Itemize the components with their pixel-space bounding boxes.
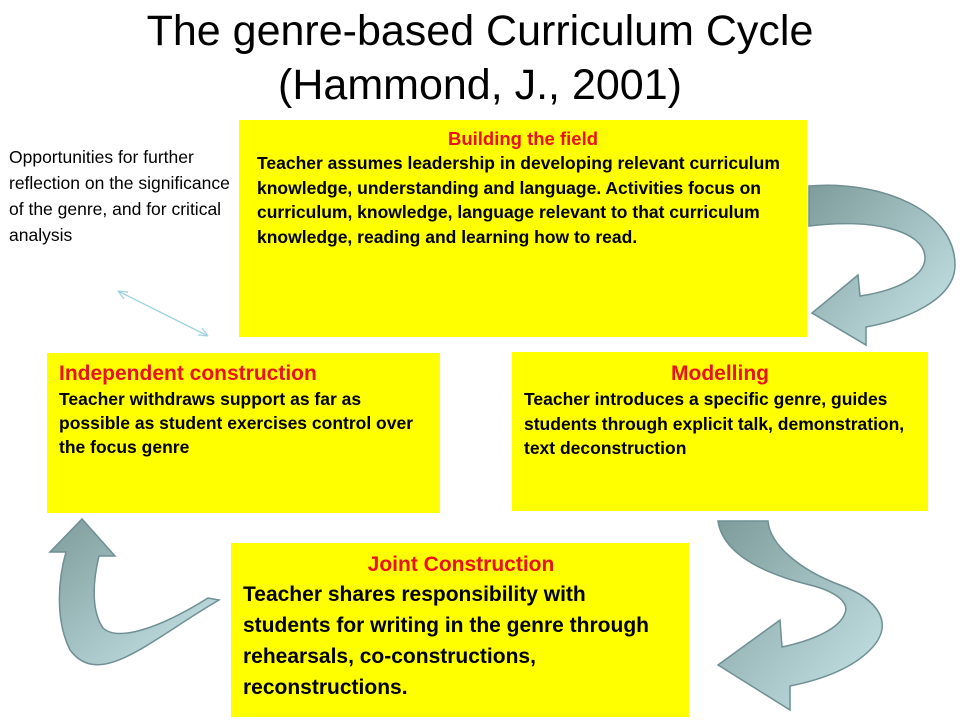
arrow-modelling-to-joint <box>716 520 883 712</box>
arrow-building-to-modelling <box>808 184 956 347</box>
stage-description: Teacher shares responsibility with stude… <box>243 583 649 699</box>
stage-modelling: Modelling Teacher introduces a specific … <box>512 352 928 511</box>
stage-independent-construction: Independent construction Teacher withdra… <box>47 353 440 513</box>
stage-heading: Joint Construction <box>367 553 555 576</box>
stage-joint-construction: Joint Construction Teacher shares respon… <box>231 543 689 717</box>
stage-building-the-field: Building the field Teacher assumes leade… <box>239 120 807 337</box>
stage-heading: Modelling <box>671 362 769 385</box>
stage-description: Teacher withdraws support as far as poss… <box>59 389 414 457</box>
stage-description: Teacher assumes leadership in developing… <box>257 153 780 247</box>
reflection-connector <box>117 290 209 337</box>
reflection-note: Opportunities for further reflection on … <box>9 147 230 245</box>
arrow-joint-to-independent <box>48 517 222 666</box>
stage-heading: Building the field <box>447 128 599 149</box>
page-title: The genre-based Curriculum Cycle (Hammon… <box>146 7 814 109</box>
stage-description: Teacher introduces a specific genre, gui… <box>524 389 905 458</box>
stage-heading: Independent construction <box>59 362 317 385</box>
